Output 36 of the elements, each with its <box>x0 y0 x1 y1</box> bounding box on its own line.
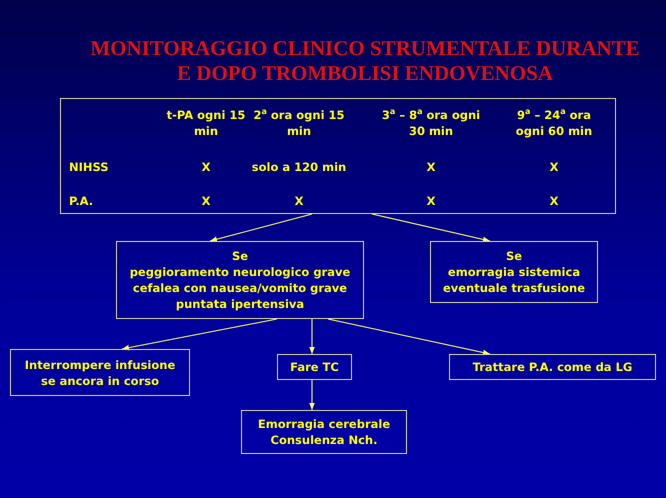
column-header: 3$^{a}$ – 8$^{a}$ ora ogni 30 min <box>381 107 481 139</box>
cell-text: solo a 120 min <box>252 159 346 175</box>
cell-text: X <box>202 159 210 175</box>
node-text: peggioramento neurologico grave cefalea con nausea/vomito grave puntata ipertensiva <box>128 264 352 312</box>
cell-text: X <box>550 159 558 175</box>
process-box <box>241 410 407 454</box>
table-box <box>60 98 616 214</box>
node-text: Interrompere infusione se ancora in corso <box>24 356 176 388</box>
process-box <box>430 241 598 303</box>
node-text: Fare TC <box>290 359 339 375</box>
cell-text: X <box>426 159 436 175</box>
node-text: emorragia sistemica eventuale trasfusione <box>442 264 586 296</box>
process-box <box>10 349 190 396</box>
slide-title: MONITORAGGIO CLINICO STRUMENTALE DURANTE E DOPO TROMBOLISI ENDOVENOSA <box>90 36 640 86</box>
row-header: P.A. <box>69 193 94 209</box>
arrow <box>122 318 278 350</box>
column-header: 9$^{a}$ – 24$^{a}$ ora ogni 60 min <box>514 107 594 139</box>
arrow <box>309 318 315 354</box>
arrow <box>210 214 312 242</box>
cell-text: X <box>426 193 436 209</box>
node-text: Trattare P.A. come da LG <box>472 359 632 375</box>
cell-text: X <box>294 193 304 209</box>
arrow <box>309 380 315 410</box>
cell-text: X <box>550 193 558 209</box>
row-header: NIHSS <box>69 159 109 175</box>
node-heading: Se <box>504 248 524 264</box>
node-heading: Se <box>230 248 250 264</box>
column-header: 2$^{a}$ ora ogni 15 min <box>252 107 346 139</box>
arrow <box>328 318 490 356</box>
column-header: t-PA ogni 15 min <box>166 107 246 139</box>
process-box <box>277 354 352 380</box>
cell-text: X <box>202 193 210 209</box>
arrow <box>372 214 490 242</box>
process-box <box>449 354 656 380</box>
node-text: Emorragia cerebrale Consulenza Nch. <box>256 416 392 448</box>
process-box <box>116 241 364 319</box>
